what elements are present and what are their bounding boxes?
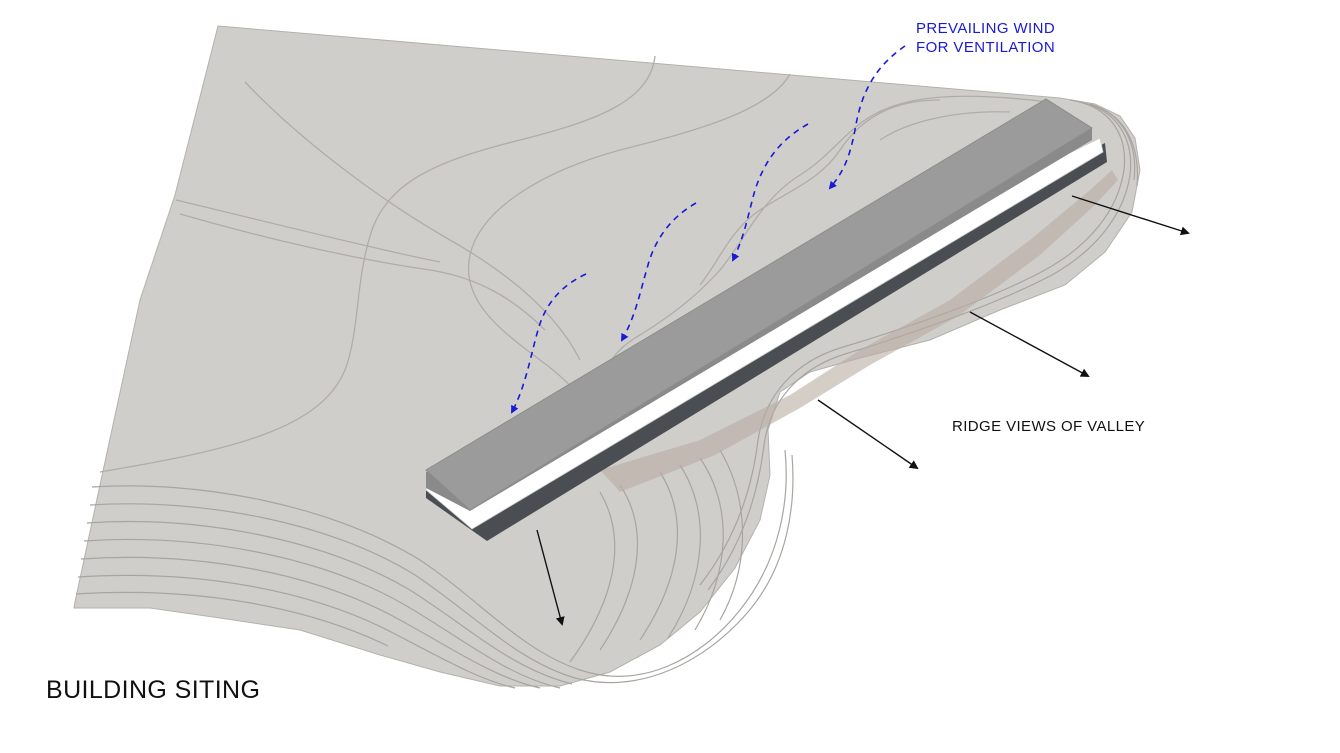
view-arrow-icon [1071, 195, 1190, 236]
wind-arrow-icon [621, 202, 697, 342]
ridge-strata [600, 170, 1118, 492]
wind-label-line-2: FOR VENTILATION [916, 39, 1056, 56]
building [425, 98, 1107, 541]
wind-arrow-icon [828, 45, 906, 190]
terrain-contours [99, 55, 1049, 473]
diagram-title: BUILDING SITING [46, 676, 261, 704]
view-arrows [536, 195, 1190, 626]
ridge-views-label: RIDGE VIEWS OF VALLEY [952, 418, 1146, 435]
building-roof [425, 98, 1093, 511]
terrain [73, 25, 1141, 687]
view-arrow-icon [817, 399, 919, 470]
wind-arrow-icon [511, 273, 587, 414]
wind-label-line-1: PREVAILING WIND [916, 20, 1056, 37]
wind-arrows [511, 45, 906, 414]
view-arrow-icon [536, 529, 565, 626]
contour-lines [75, 449, 794, 689]
wind-label: PREVAILING WIND FOR VENTILATION [916, 19, 1055, 57]
view-arrow-icon [969, 311, 1090, 377]
wind-arrow-icon [731, 123, 809, 262]
